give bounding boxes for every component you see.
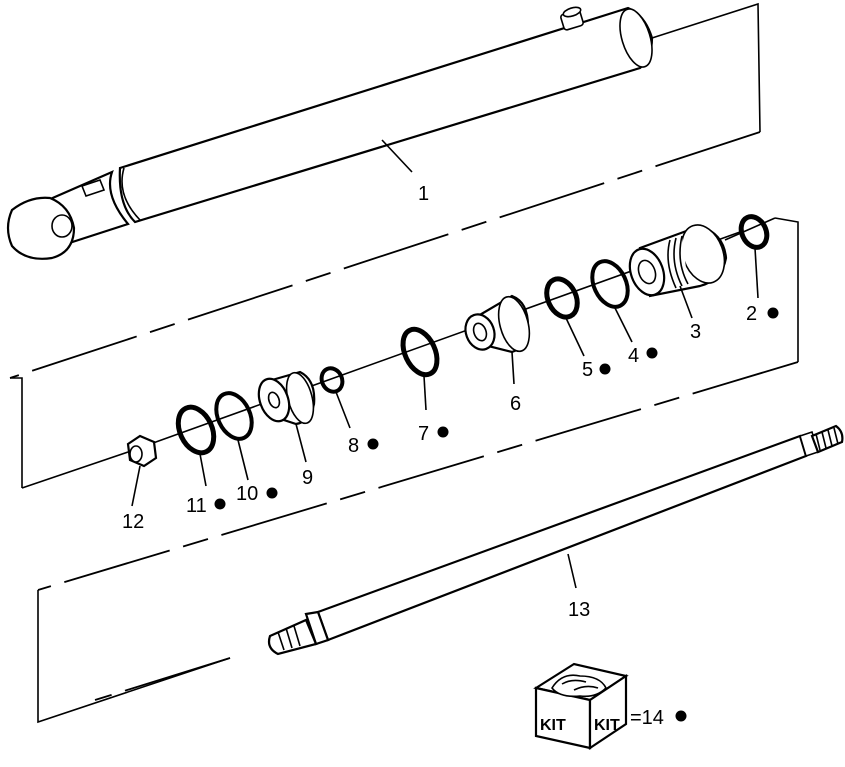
label-part-7: 7 <box>418 423 429 445</box>
label-part-12: 12 <box>122 511 144 533</box>
label-part-13: 13 <box>568 599 590 621</box>
cylinder-barrel <box>6 6 654 260</box>
kit-box-text-left: KIT <box>540 717 566 734</box>
kit-marker-part-5 <box>599 363 611 375</box>
kit-marker-part-10 <box>266 487 278 499</box>
part-labels: 1 2 3 4 5 6 7 8 9 10 11 12 13 <box>122 183 779 621</box>
label-part-3: 3 <box>690 321 701 343</box>
ring-part-5 <box>544 276 585 357</box>
label-part-4: 4 <box>628 345 639 367</box>
label-part-8: 8 <box>348 435 359 457</box>
ring-part-2 <box>738 214 770 299</box>
kit-box-legend: KIT KIT =14 <box>533 662 687 751</box>
kit-equals-label: =14 <box>630 707 664 729</box>
kit-marker-part-8 <box>367 438 379 450</box>
oring-part-8 <box>319 366 351 429</box>
piston-rod-part-13 <box>267 424 844 656</box>
kit-marker-legend <box>675 710 687 722</box>
kit-marker-part-7 <box>437 426 449 438</box>
kit-marker-part-4 <box>646 347 658 359</box>
oring-part-4 <box>590 259 633 343</box>
label-part-9: 9 <box>302 467 313 489</box>
nut-part-12 <box>126 434 158 507</box>
gland-part-6 <box>464 294 531 385</box>
label-part-5: 5 <box>582 359 593 381</box>
label-part-1: 1 <box>418 183 429 205</box>
ring-part-11 <box>175 404 217 487</box>
label-part-10: 10 <box>236 483 258 505</box>
ring-part-7 <box>400 326 440 411</box>
piston-part-3 <box>628 224 728 319</box>
kit-box-text-right: KIT <box>594 717 620 734</box>
phantom-frame <box>9 2 799 724</box>
label-part-11: 11 <box>186 495 207 517</box>
spacer-part-9 <box>257 370 316 463</box>
label-part-2: 2 <box>746 303 757 325</box>
kit-marker-part-2 <box>767 307 779 319</box>
label-part-6: 6 <box>510 393 521 415</box>
oring-part-10 <box>214 391 254 481</box>
kit-marker-part-11 <box>214 498 226 510</box>
